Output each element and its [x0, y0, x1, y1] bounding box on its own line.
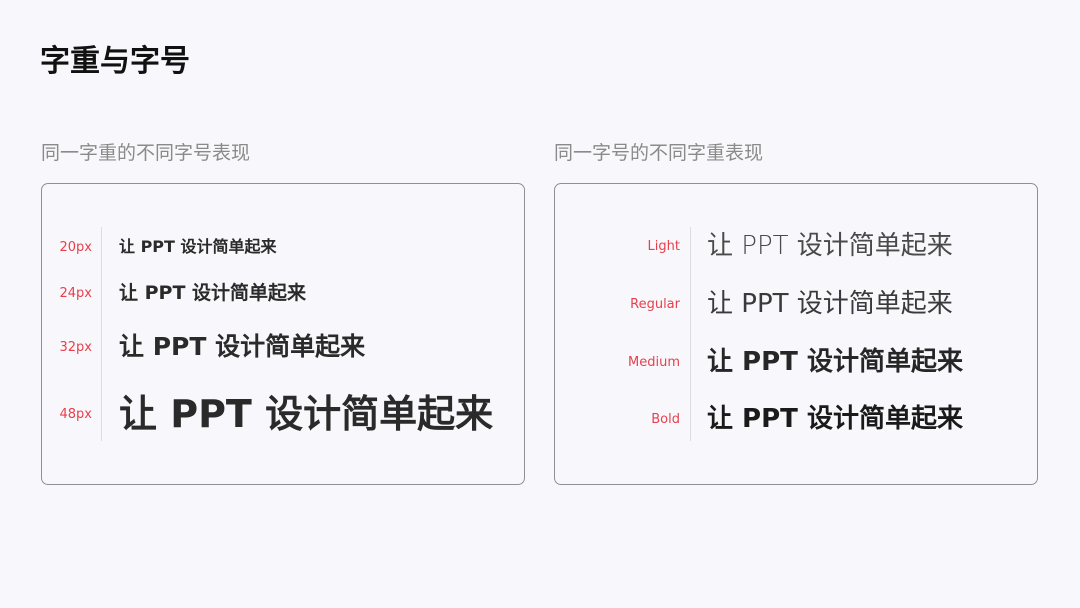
size-sample-text: 让 PPT 设计简单起来 — [119, 237, 277, 256]
weight-label: Light — [647, 239, 680, 254]
card-divider — [690, 227, 691, 441]
size-label: 48px — [59, 407, 93, 422]
weight-sample-text: 让 PPT 设计简单起来 — [707, 231, 953, 261]
size-sample-text: 让 PPT 设计简单起来 — [119, 282, 307, 304]
weight-sample-text: 让 PPT 设计简单起来 — [707, 347, 963, 377]
weight-label: Regular — [630, 297, 680, 312]
card-divider — [101, 227, 102, 441]
weight-sample-text: 让 PPT 设计简单起来 — [707, 289, 953, 319]
weight-sample-text: 让 PPT 设计简单起来 — [707, 404, 963, 434]
size-label: 24px — [59, 286, 93, 301]
font-weight-card: Light 让 PPT 设计简单起来 Regular 让 PPT 设计简单起来 … — [554, 183, 1038, 485]
size-sample-text: 让 PPT 设计简单起来 — [119, 332, 366, 361]
font-size-card: 20px 让 PPT 设计简单起来 24px 让 PPT 设计简单起来 32px… — [41, 183, 525, 485]
weight-label: Medium — [628, 355, 680, 370]
page-title: 字重与字号 — [40, 44, 190, 79]
size-label: 20px — [59, 240, 93, 255]
right-section-caption: 同一字号的不同字重表现 — [554, 142, 764, 164]
left-section-caption: 同一字重的不同字号表现 — [41, 142, 251, 164]
size-sample-text: 让 PPT 设计简单起来 — [119, 392, 494, 436]
weight-label: Bold — [651, 412, 680, 427]
size-label: 32px — [59, 340, 93, 355]
